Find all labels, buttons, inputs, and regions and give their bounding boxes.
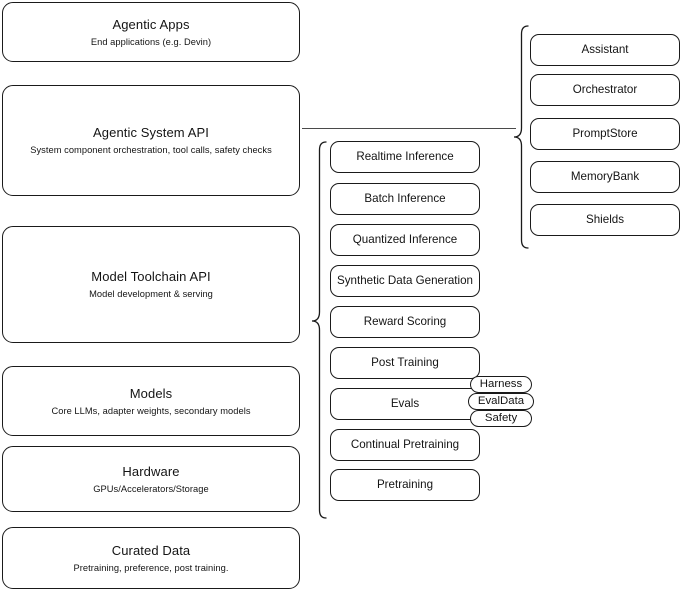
layer-subtitle: Core LLMs, adapter weights, secondary mo… xyxy=(51,405,251,416)
toolchain-item-continual-pretraining[interactable]: Continual Pretraining xyxy=(330,429,480,461)
layer-title: Curated Data xyxy=(111,542,191,558)
toolchain-item-post-training[interactable]: Post Training xyxy=(330,347,480,379)
layer-box-models[interactable]: Models Core LLMs, adapter weights, secon… xyxy=(2,366,300,436)
layer-title: Agentic System API xyxy=(93,125,209,140)
layer-title: Model Toolchain API xyxy=(91,269,211,284)
toolchain-item-evals[interactable]: Evals xyxy=(330,388,480,420)
layer-title: Models xyxy=(129,385,173,401)
layer-box-agentic-system-api[interactable]: Agentic System API System component orch… xyxy=(2,85,300,196)
layer-subtitle: GPUs/Accelerators/Storage xyxy=(93,483,209,494)
chip-label: Orchestrator xyxy=(572,83,638,96)
layer-subtitle: End applications (e.g. Devin) xyxy=(90,36,212,47)
chip-label: Synthetic Data Generation xyxy=(337,274,473,287)
toolchain-item-pretraining[interactable]: Pretraining xyxy=(330,469,480,501)
component-item-memorybank[interactable]: MemoryBank xyxy=(530,161,680,193)
chip-label: MemoryBank xyxy=(570,170,640,183)
pill-label: EvalData xyxy=(477,395,525,407)
evals-badge-harness[interactable]: Harness xyxy=(470,376,532,393)
layer-subtitle: Model development & serving xyxy=(89,289,213,299)
toolchain-item-quantized-inference[interactable]: Quantized Inference xyxy=(330,224,480,256)
layer-box-curated-data[interactable]: Curated Data Pretraining, preference, po… xyxy=(2,527,300,589)
toolchain-item-synthetic-data-generation[interactable]: Synthetic Data Generation xyxy=(330,265,480,297)
layer-subtitle: System component orchestration, tool cal… xyxy=(30,145,272,155)
chip-label: Post Training xyxy=(371,356,439,369)
layer-box-hardware[interactable]: Hardware GPUs/Accelerators/Storage xyxy=(2,446,300,512)
chip-label: Batch Inference xyxy=(364,192,446,205)
chip-label: Evals xyxy=(390,397,420,410)
toolchain-item-realtime-inference[interactable]: Realtime Inference xyxy=(330,141,480,173)
component-item-orchestrator[interactable]: Orchestrator xyxy=(530,74,680,106)
chip-label: Continual Pretraining xyxy=(350,438,460,451)
chip-label: Realtime Inference xyxy=(356,150,454,163)
layer-title: Agentic Apps xyxy=(112,16,190,32)
chip-label: Reward Scoring xyxy=(363,315,447,328)
chip-label: Shields xyxy=(585,213,625,226)
chip-label: PromptStore xyxy=(572,127,638,140)
component-item-promptstore[interactable]: PromptStore xyxy=(530,118,680,150)
brace-right-components xyxy=(512,24,530,250)
chip-label: Quantized Inference xyxy=(352,233,458,246)
connector-line-system-api-to-components xyxy=(302,128,516,130)
layer-box-model-toolchain-api[interactable]: Model Toolchain API Model development & … xyxy=(2,226,300,343)
evals-badge-safety[interactable]: Safety xyxy=(470,410,532,427)
toolchain-item-batch-inference[interactable]: Batch Inference xyxy=(330,183,480,215)
brace-middle-toolchain xyxy=(310,140,328,520)
component-item-assistant[interactable]: Assistant xyxy=(530,34,680,66)
pill-label: Safety xyxy=(484,412,518,424)
chip-label: Assistant xyxy=(581,43,629,56)
chip-label: Pretraining xyxy=(376,478,434,491)
evals-badge-evaldata[interactable]: EvalData xyxy=(468,393,534,410)
pill-label: Harness xyxy=(479,378,523,390)
component-item-shields[interactable]: Shields xyxy=(530,204,680,236)
layer-title: Hardware xyxy=(122,463,180,479)
layer-subtitle: Pretraining, preference, post training. xyxy=(73,562,229,573)
toolchain-item-reward-scoring[interactable]: Reward Scoring xyxy=(330,306,480,338)
layer-box-agentic-apps[interactable]: Agentic Apps End applications (e.g. Devi… xyxy=(2,2,300,62)
